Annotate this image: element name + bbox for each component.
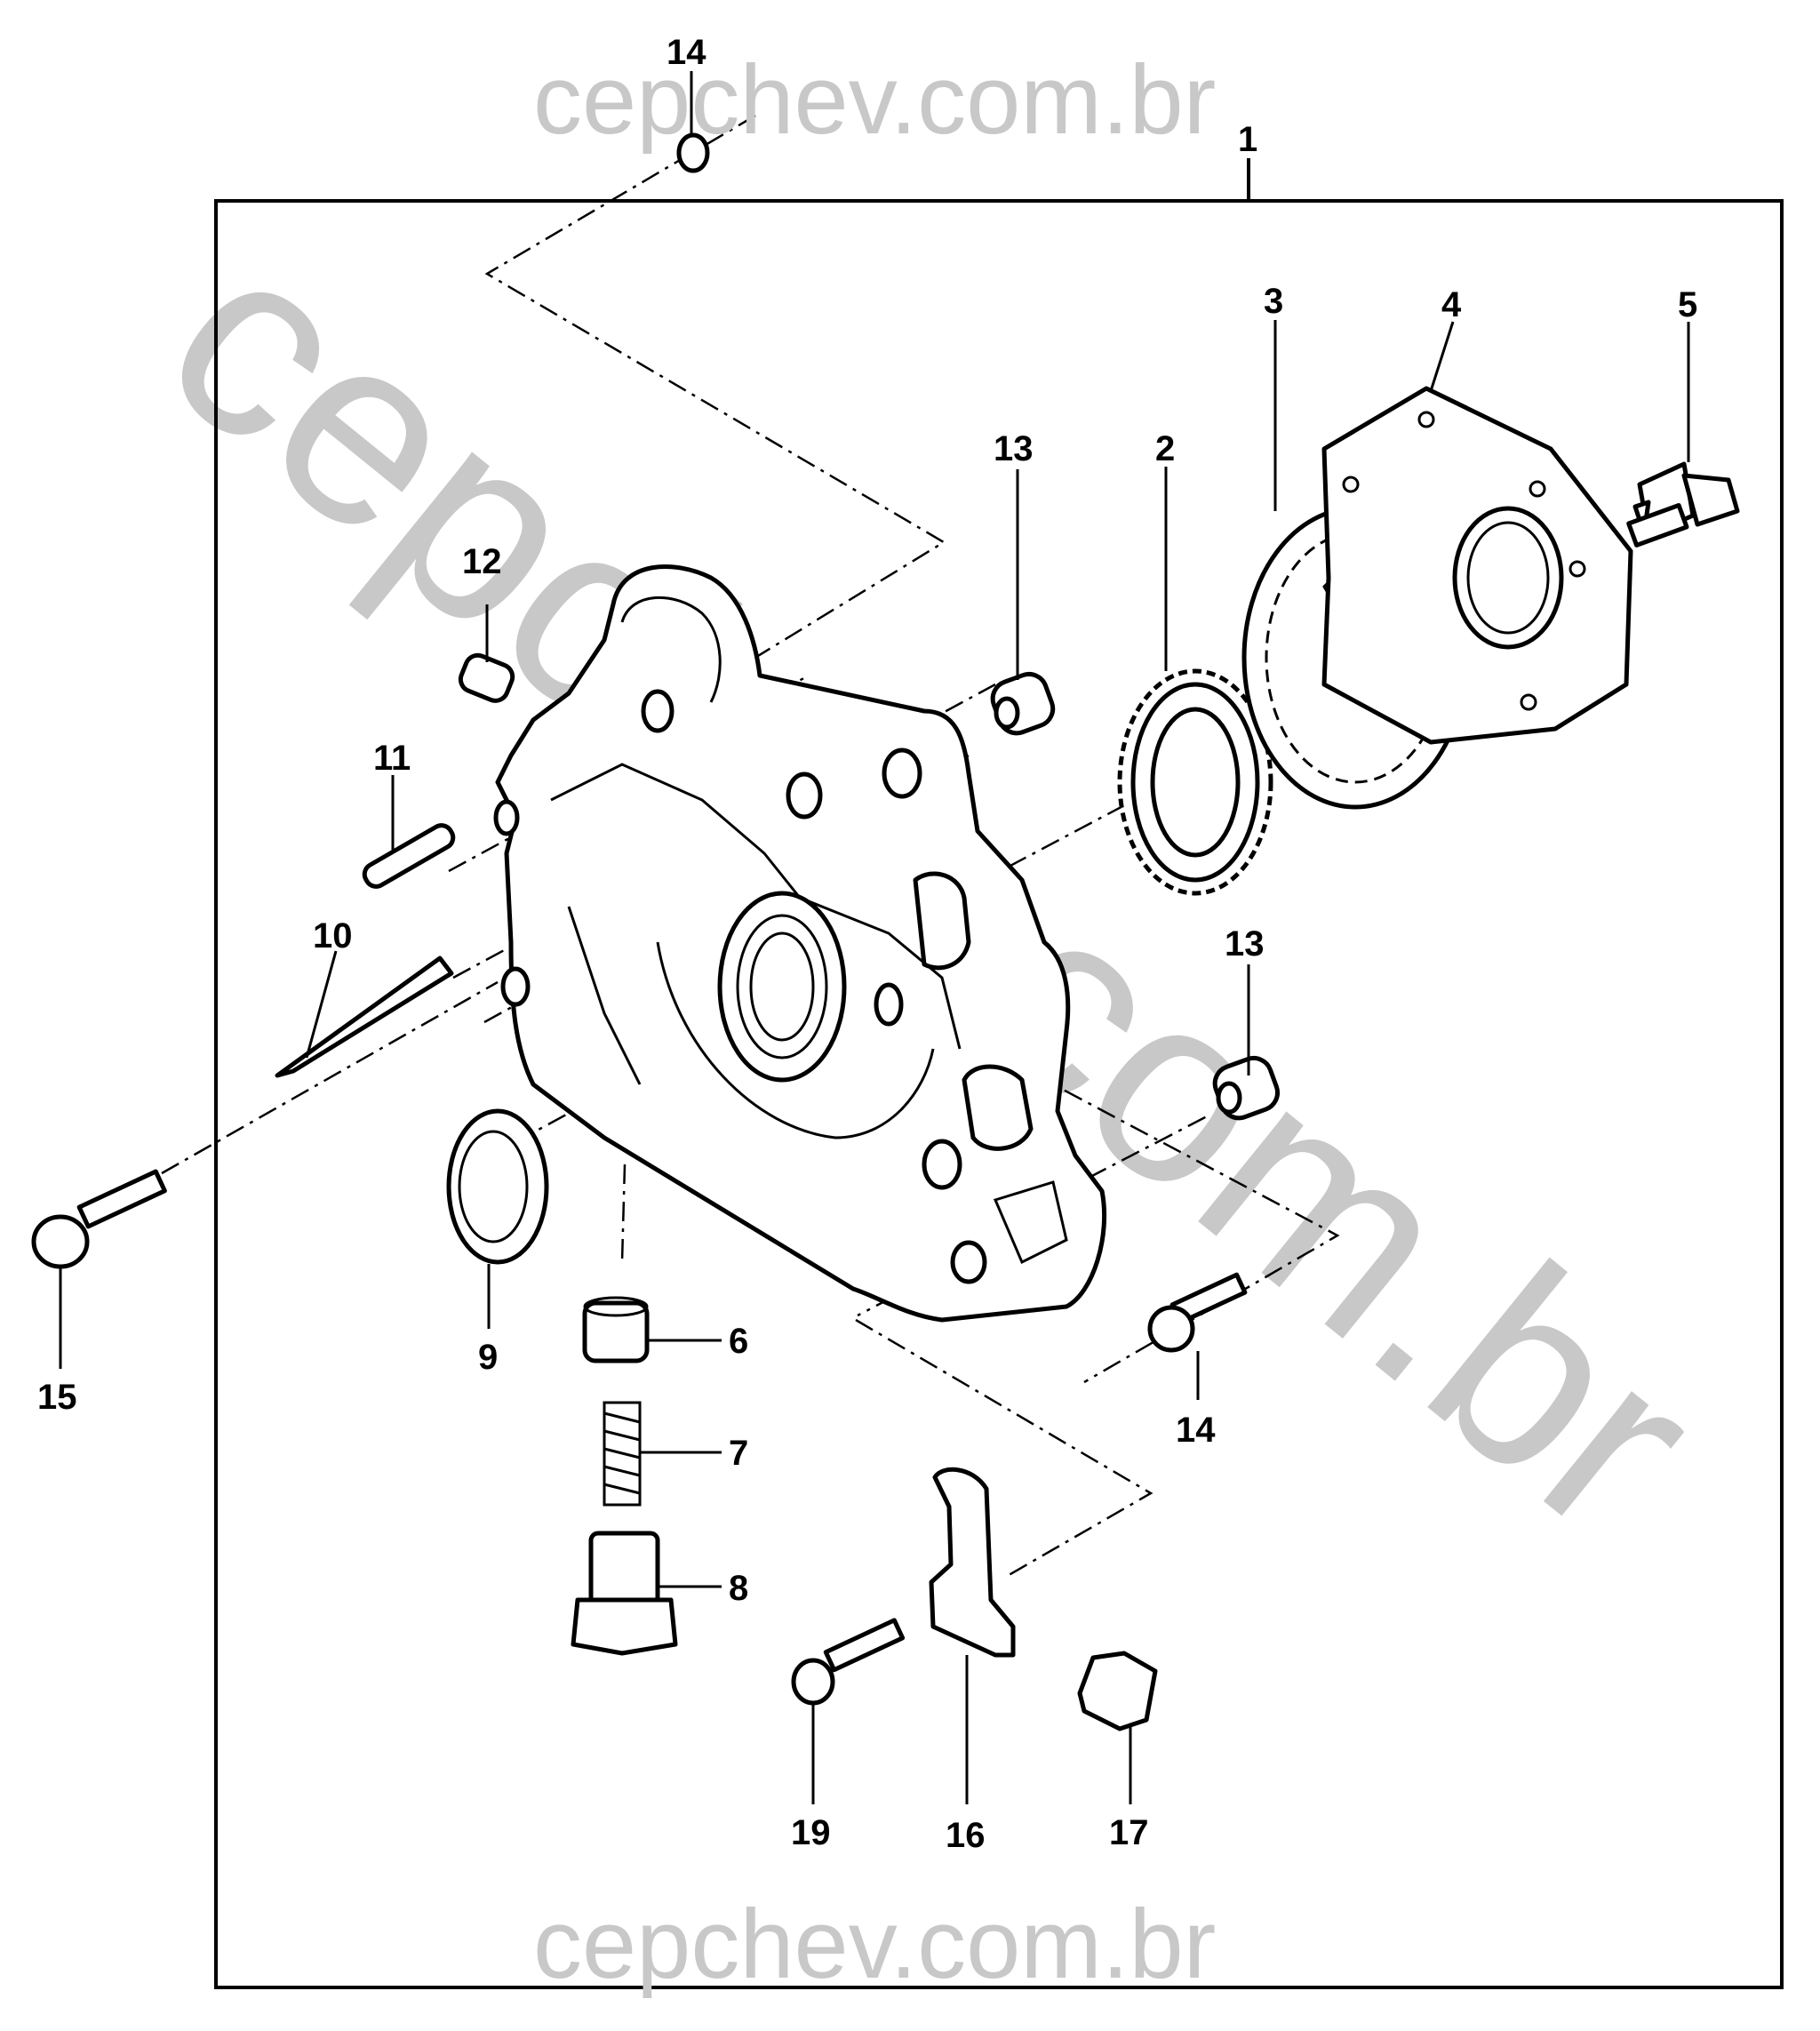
callout-10: 10	[313, 916, 353, 956]
pump-cover-4	[1321, 386, 1633, 745]
callout-15: 14	[1176, 1411, 1216, 1450]
watermark-top: cepchev.com.br	[533, 45, 1216, 155]
pointed-pin-10	[275, 956, 454, 1078]
callout-6: 6	[729, 1322, 748, 1361]
callout-13a: 13	[994, 429, 1034, 468]
watermark-bottom: cepchev.com.br	[533, 1890, 1216, 1999]
bracket-17	[929, 1467, 1016, 1658]
dowel-sleeve-13a	[990, 671, 1056, 736]
relief-spring-7	[603, 1401, 642, 1507]
o-ring-14	[676, 132, 710, 173]
callout-9: 9	[478, 1338, 498, 1377]
callout-8: 8	[729, 1569, 748, 1608]
callout-12: 12	[462, 542, 502, 581]
relief-plunger-6	[582, 1296, 650, 1363]
inner-gear-2	[1117, 668, 1273, 896]
oil-seal-9	[446, 1108, 549, 1265]
oil-pump-housing-1	[493, 564, 1107, 1323]
set-screw-12	[458, 652, 515, 703]
bolt-16	[31, 1169, 167, 1269]
callout-16: 15	[37, 1378, 77, 1417]
bolt-19	[791, 1618, 906, 1706]
bolt-15	[1147, 1272, 1248, 1353]
callout-14: 14	[667, 33, 706, 72]
seal-bore	[717, 891, 847, 1083]
leader-lines	[59, 71, 1690, 1804]
callout-17: 16	[946, 1816, 986, 1855]
plug-8	[571, 1531, 678, 1656]
callout-2: 2	[1155, 429, 1175, 468]
callouts: 14 1 3 4 5 13 2 12 11 10 13 6 7 8 9 15 1…	[37, 33, 1697, 1855]
callout-11: 11	[373, 739, 411, 778]
callout-4: 4	[1441, 285, 1462, 324]
callout-1: 1	[1238, 120, 1257, 159]
callout-7: 7	[729, 1434, 748, 1473]
callout-3: 3	[1264, 282, 1283, 321]
pin-11	[362, 823, 456, 889]
assembly-frame	[214, 199, 1784, 1989]
bolt-5	[1626, 461, 1740, 548]
clip-18	[1077, 1651, 1158, 1731]
callout-18: 17	[1109, 1813, 1149, 1852]
callout-13b: 13	[1225, 924, 1265, 964]
callout-5: 5	[1678, 285, 1697, 324]
callout-19: 19	[791, 1813, 831, 1852]
dowel-sleeve-13b	[1212, 1055, 1281, 1121]
